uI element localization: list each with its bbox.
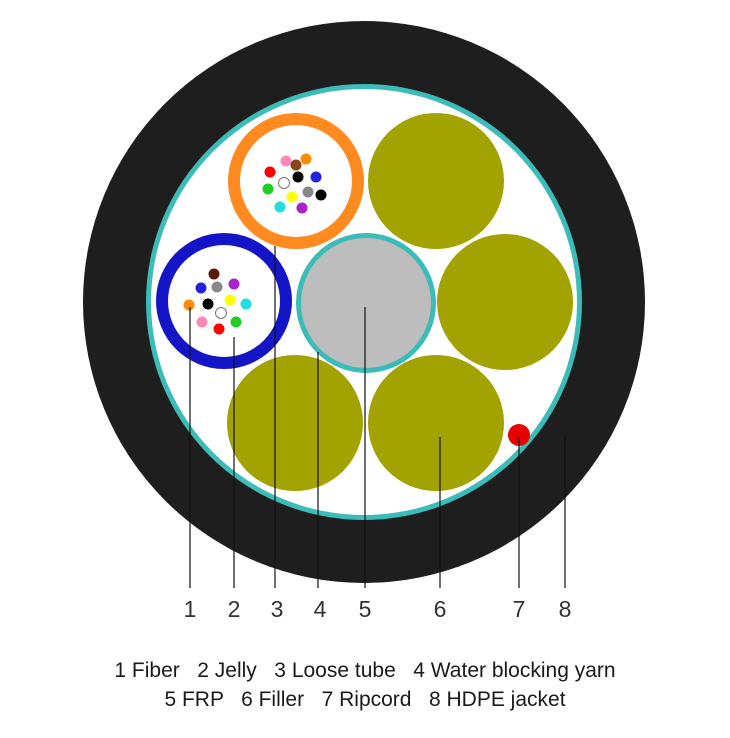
filler-rod bbox=[368, 113, 504, 249]
fiber bbox=[264, 166, 276, 178]
fiber bbox=[286, 191, 298, 203]
loose-tube-blue-interior bbox=[168, 245, 280, 357]
fiber bbox=[296, 202, 308, 214]
callout-number-1: 1 bbox=[184, 596, 197, 622]
fiber bbox=[278, 177, 290, 189]
fiber bbox=[315, 189, 327, 201]
callout-number-8: 8 bbox=[559, 596, 572, 622]
fiber-bundle-blue bbox=[183, 268, 252, 335]
callout-number-2: 2 bbox=[228, 596, 241, 622]
fiber bbox=[290, 159, 302, 171]
fiber bbox=[228, 278, 240, 290]
fiber bbox=[310, 171, 322, 183]
fiber bbox=[211, 281, 223, 293]
callout-number-4: 4 bbox=[314, 596, 327, 622]
leader-lines bbox=[189, 246, 566, 588]
callout-number-3: 3 bbox=[271, 596, 284, 622]
filler-rod bbox=[437, 234, 573, 370]
fiber bbox=[215, 307, 227, 319]
legend-line-1: 1 Fiber 2 Jelly 3 Loose tube 4 Water blo… bbox=[114, 659, 616, 682]
fiber bbox=[213, 323, 225, 335]
fiber bbox=[274, 201, 286, 213]
callout-number-7: 7 bbox=[513, 596, 526, 622]
fiber bbox=[224, 294, 236, 306]
fiber bbox=[262, 183, 274, 195]
fiber bbox=[183, 299, 195, 311]
fiber bbox=[300, 153, 312, 165]
fiber bbox=[240, 298, 252, 310]
fiber bbox=[280, 155, 292, 167]
fiber bbox=[230, 316, 242, 328]
fiber bbox=[208, 268, 220, 280]
fiber bbox=[202, 298, 214, 310]
fiber bbox=[195, 282, 207, 294]
fiber bbox=[302, 186, 314, 198]
frp-central-member bbox=[301, 238, 431, 368]
fiber bbox=[196, 316, 208, 328]
legend-line-2: 5 FRP 6 Filler 7 Ripcord 8 HDPE jacket bbox=[164, 688, 566, 711]
filler-rod bbox=[368, 355, 504, 491]
callout-number-6: 6 bbox=[434, 596, 447, 622]
filler-rod bbox=[227, 355, 363, 491]
callout-number-5: 5 bbox=[359, 596, 372, 622]
fiber-bundle-orange bbox=[262, 153, 327, 214]
fiber bbox=[292, 171, 304, 183]
ripcord bbox=[508, 424, 530, 446]
